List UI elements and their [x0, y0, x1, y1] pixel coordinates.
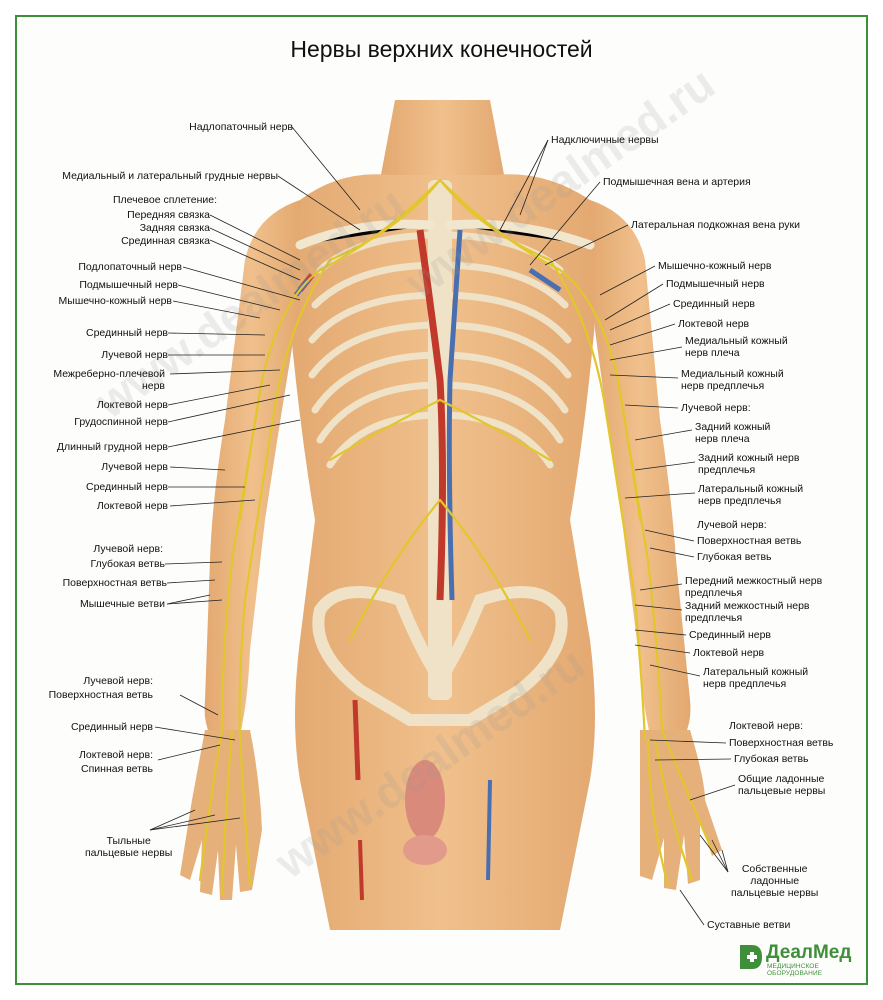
label-dorsal-digital-nerves: Тыльные пальцевые нервы — [85, 835, 173, 859]
label-cephalic-vein: Латеральная подкожная вена руки — [631, 219, 800, 231]
pelvic-organs — [403, 760, 447, 865]
label-axillary-vein-artery: Подмышечная вена и артерия — [603, 176, 751, 188]
label-median-nerve-left-1: Срединный нерв — [85, 327, 168, 339]
label-median-nerve-right-1: Срединный нерв — [673, 298, 756, 310]
label-medial-cutaneous-arm: Медиальный кожный нерв плеча — [685, 335, 788, 359]
vessels — [294, 229, 562, 901]
label-radial-nerve-left-2: Лучевой нерв — [101, 461, 168, 473]
logo-name: ДеалМед — [766, 942, 852, 963]
label-pectoral-nerves: Медиальный и латеральный грудные нервы — [62, 170, 278, 182]
label-medial-cutaneous-forearm: Медиальный кожный нерв предплечья — [681, 368, 784, 392]
logo-subtitle: МЕДИЦИНСКОЕ ОБОРУДОВАНИЕ — [767, 963, 823, 977]
label-ulnar-nerve-right-1: Локтевой нерв — [678, 318, 750, 330]
pelvis — [312, 586, 568, 726]
label-supraclavicular-nerves: Надключичные нервы — [551, 134, 659, 146]
label-radial-nerve-right-1: Лучевой нерв: — [681, 402, 751, 414]
label-posterior-interosseous-nerve: Задний межкостный нерв предплечья — [685, 600, 810, 624]
label-superficial-branch-right-1: Поверхностная ветвь — [697, 535, 802, 547]
label-common-palmar-digital-nerves: Общие ладонные пальцевые нервы — [738, 773, 826, 797]
label-musculocutaneous-nerve-right: Мышечно-кожный нерв — [658, 260, 772, 272]
label-long-thoracic-nerve: Длинный грудной нерв — [56, 441, 168, 453]
label-intercostobrachial-nerve: Межреберно-плечевой нерв — [53, 368, 165, 392]
label-articular-branches: Суставные ветви — [707, 919, 791, 931]
clavicles — [295, 219, 595, 250]
label-deep-branch-right-2: Глубокая ветвь — [734, 753, 809, 765]
label-superficial-branch-left-1: Поверхностная ветвь — [62, 577, 167, 589]
label-anterior-interosseous-nerve: Передний межкостный нерв предплечья — [685, 575, 823, 599]
label-proper-palmar-digital-nerves: Собственные ладонные пальцевые нервы — [731, 863, 819, 899]
label-radial-nerve-left-1: Лучевой нерв — [101, 349, 168, 361]
poster-title: Нервы верхних конечностей — [290, 36, 593, 62]
label-suprascapular-nerve: Надлопаточный нерв — [189, 121, 293, 133]
label-deep-branch-left: Глубокая ветвь — [90, 558, 165, 570]
label-musculocutaneous-nerve-left: Мышечно-кожный нерв — [58, 295, 172, 307]
label-radial-nerve-left-4: Лучевой нерв: — [83, 675, 153, 687]
label-deep-branch-right-1: Глубокая ветвь — [697, 551, 772, 563]
label-superficial-branch-left-2: Поверхностная ветвь — [48, 689, 153, 701]
leader-lines-left — [149, 126, 361, 831]
leader-lines-right — [499, 139, 736, 926]
label-lateral-cutaneous-forearm-1: Латеральный кожный нерв предплечья — [698, 483, 804, 507]
label-anterior-cord: Передняя связка — [127, 209, 210, 221]
label-medial-cord: Срединная связка — [121, 235, 210, 247]
label-lateral-cutaneous-forearm-2: Латеральный кожный нерв предплечья — [703, 666, 809, 690]
label-radial-nerve-left-3: Лучевой нерв: — [93, 543, 163, 555]
label-subscapular-nerve: Подлопаточный нерв — [78, 261, 182, 273]
dealmed-logo: ДеалМед МЕДИЦИНСКОЕ ОБОРУДОВАНИЕ — [738, 941, 858, 977]
label-axillary-nerve-right: Подмышечный нерв — [666, 278, 765, 290]
label-posterior-cutaneous-forearm: Задний кожный нерв предплечья — [698, 452, 800, 476]
label-radial-nerve-right-2: Лучевой нерв: — [697, 519, 767, 531]
label-axillary-nerve-left: Подмышечный нерв — [79, 279, 178, 291]
label-dorsal-branch: Спинная ветвь — [81, 763, 153, 775]
label-ulnar-nerve-left-2: Локтевой нерв — [96, 500, 168, 512]
label-ulnar-nerve-right-3: Локтевой нерв: — [729, 720, 804, 732]
dealmed-logo-icon — [740, 945, 762, 969]
label-median-nerve-left-3: Срединный нерв — [70, 721, 153, 733]
label-superficial-branch-right-2: Поверхностная ветвь — [729, 737, 834, 749]
label-posterior-cutaneous-arm: Задний кожный нерв плеча — [695, 421, 771, 445]
label-median-nerve-right-2: Срединный нерв — [689, 629, 772, 641]
label-ulnar-nerve-left-3: Локтевой нерв: — [78, 749, 153, 761]
label-posterior-cord: Задняя связка — [139, 222, 210, 234]
label-muscular-branches: Мышечные ветви — [80, 598, 165, 610]
label-median-nerve-left-2: Срединный нерв — [85, 481, 168, 493]
label-brachial-plexus: Плечевое сплетение: — [112, 194, 217, 206]
label-ulnar-nerve-left-1: Локтевой нерв — [96, 399, 168, 411]
label-ulnar-nerve-right-2: Локтевой нерв — [693, 647, 765, 659]
label-thoracodorsal-nerve: Грудоспинной нерв — [74, 416, 168, 428]
